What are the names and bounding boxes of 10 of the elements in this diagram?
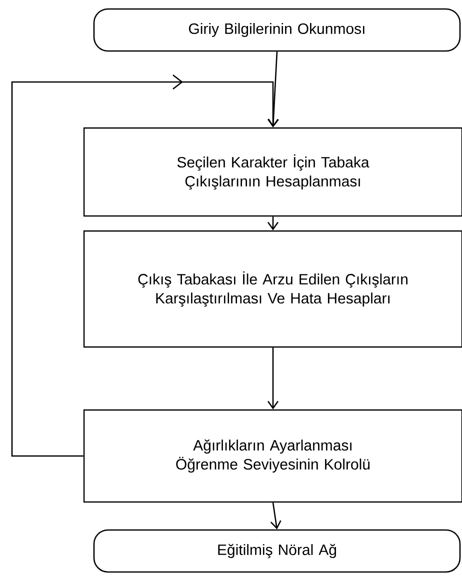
arrow xyxy=(267,348,279,410)
arrow xyxy=(268,52,279,128)
arrow xyxy=(267,216,279,230)
process-box: Ağırlıkların Ayarlanması Öğrenme Seviyesinin Kolrolü xyxy=(83,409,462,503)
process-box: Seçilen Karakter İçin Tabaka Çıkışlarının Hesaplanması xyxy=(83,127,462,217)
terminal-box: Eğitilmiş Nöral Ağ xyxy=(93,529,461,573)
terminal-box: Giriy Bilgilerinin Okunmosı xyxy=(93,8,461,52)
arrow xyxy=(11,74,279,457)
process-box: Çıkış Tabakası İle Arzu Edilen Çıkışların Karşılaştırılması Ve Hata Hesapları xyxy=(83,230,462,348)
arrow xyxy=(270,502,282,530)
